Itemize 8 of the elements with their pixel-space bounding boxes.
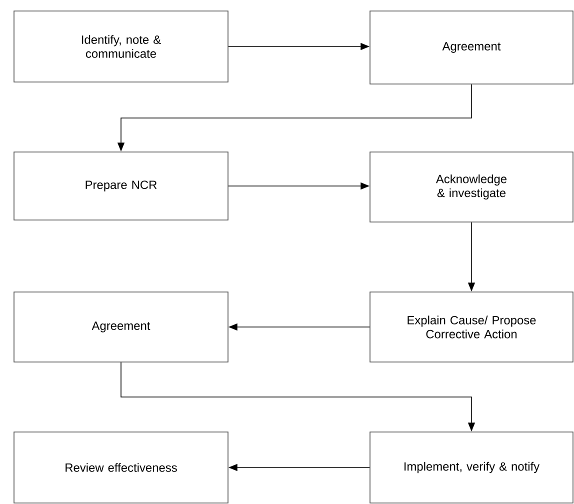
process-box: Implement, verify & notify [370, 432, 574, 504]
process-box: Agreement [14, 292, 228, 362]
process-box: Agreement [370, 10, 574, 84]
process-box: Explain Cause/ Propose Corrective Action [370, 292, 574, 362]
process-box: Acknowledge & investigate [370, 152, 574, 222]
process-box: Review effectiveness [14, 432, 228, 504]
process-box: Identify, note & communicate [14, 10, 228, 82]
process-box: Prepare NCR [14, 152, 228, 220]
